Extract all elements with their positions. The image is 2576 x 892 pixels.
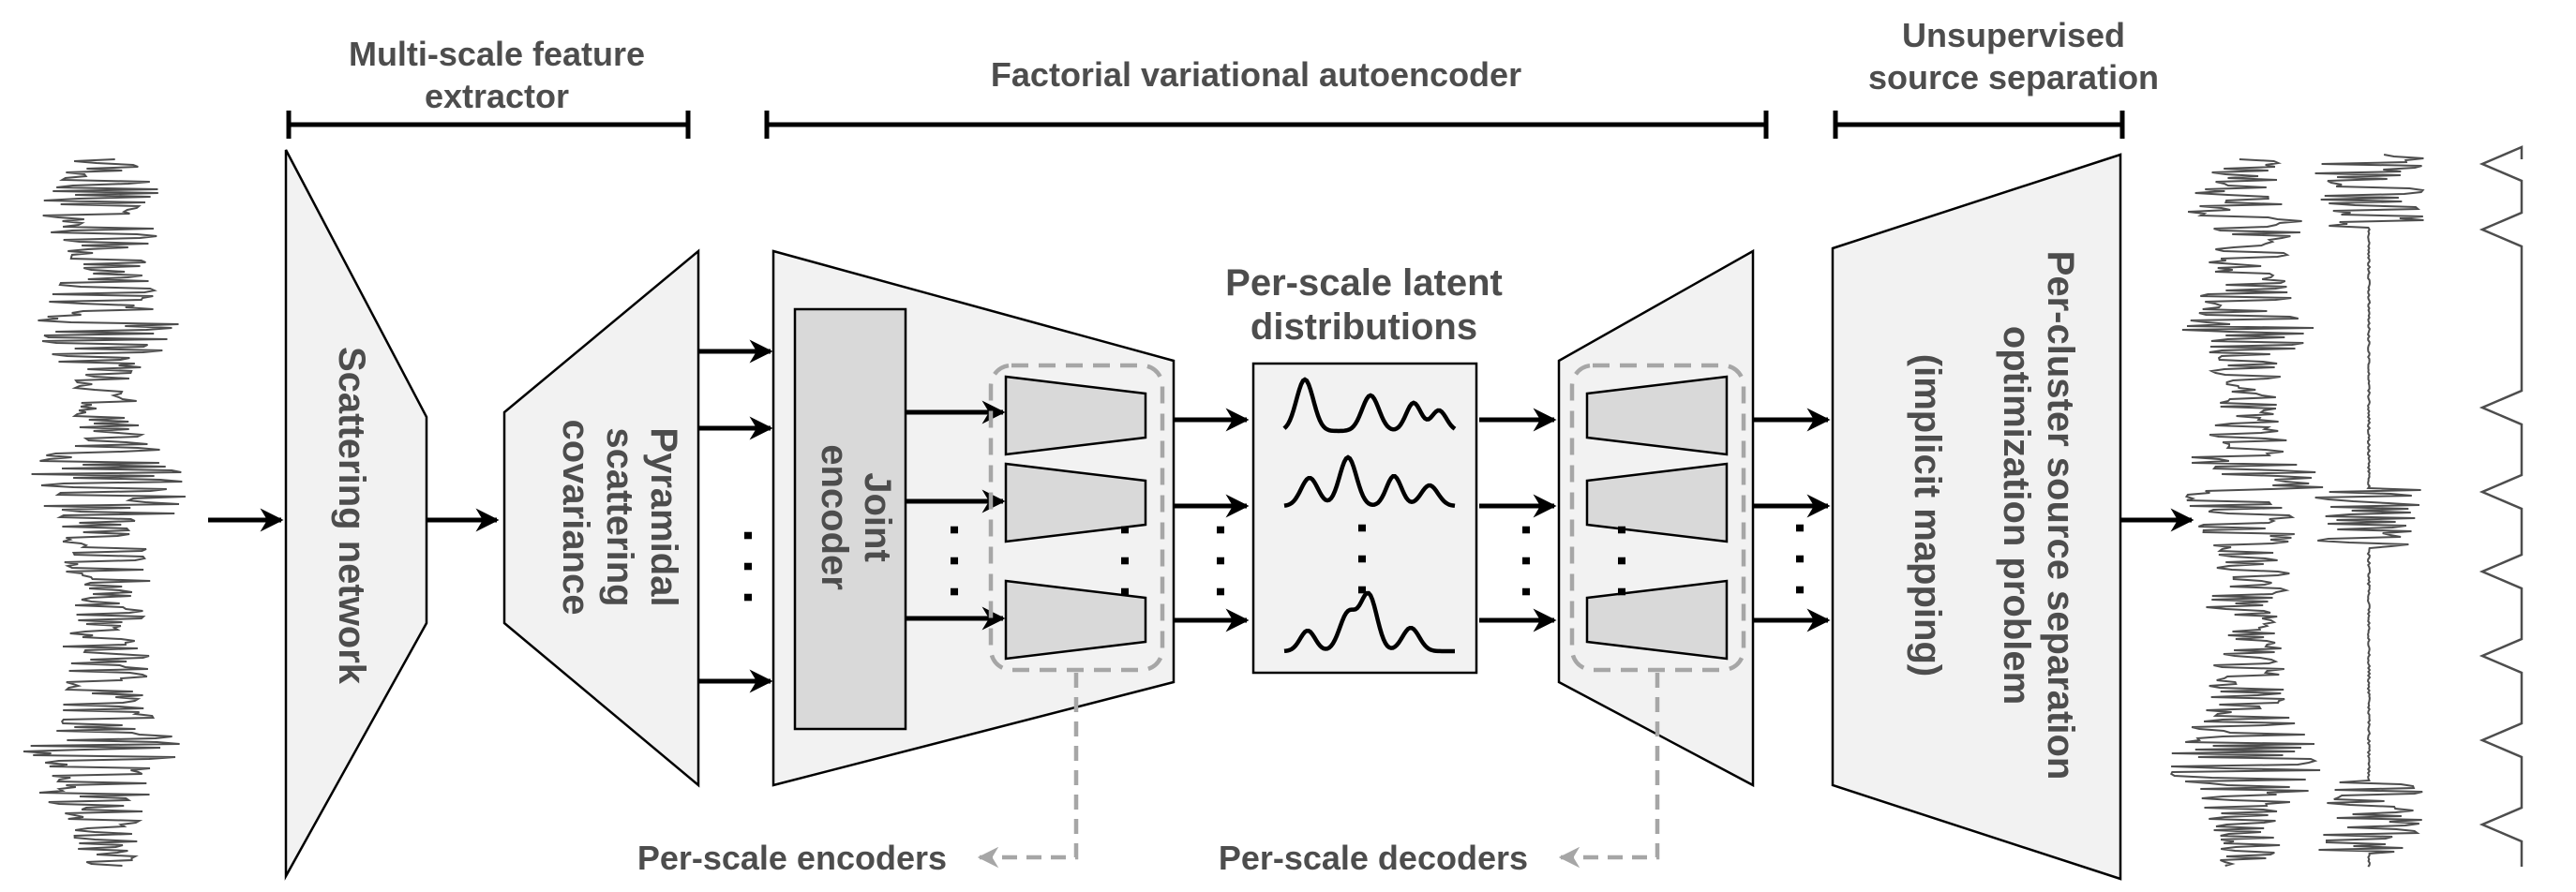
encoder-n [1004, 579, 1147, 661]
latent-label-line1: Per-scale latent [1225, 262, 1503, 304]
latent-distribution-n [1283, 590, 1455, 654]
pyramidal-label-line1: Pyramidal [643, 427, 684, 606]
bracket-feature-extractor [286, 111, 691, 139]
output-waveform-source-2 [2314, 154, 2425, 868]
header-fvae: Factorial variational autoencoder [764, 55, 1769, 139]
decoder-1 [1585, 375, 1729, 456]
ellipsis-8: · · · [1772, 521, 1828, 600]
latent-distributions-block [1251, 362, 1478, 675]
encoders-callout-label: Per-scale encoders [637, 839, 947, 877]
header-fvae-text: Factorial variational autoencoder [991, 55, 1521, 94]
joint-encoder-block [793, 307, 907, 731]
ellipsis-4: · · · [1192, 523, 1249, 602]
header-feature-extractor: Multi-scale feature extractor [286, 35, 691, 139]
bracket-fvae [764, 111, 1769, 139]
optimization-label: Per-cluster source separation optimizati… [1907, 251, 2081, 780]
latent-distribution-2 [1283, 454, 1456, 509]
encoders-callout-line [977, 673, 1079, 869]
decoder-2 [1585, 462, 1729, 543]
header-separation: Unsupervised source separation [1833, 16, 2159, 139]
per-scale-encoders-group [988, 363, 1165, 673]
encoder-1 [1004, 375, 1147, 456]
scattering-network-label: Scattering network [331, 347, 372, 685]
optimization-block [1831, 153, 2122, 881]
joint-encoder-label: Joint encoder [814, 444, 898, 590]
latent-label-line2: distributions [1251, 306, 1477, 348]
decoders-callout-label: Per-scale decoders [1219, 839, 1528, 877]
ellipsis-5: · · · [1334, 521, 1390, 600]
joint-encoder-label-line2: encoder [814, 444, 855, 590]
ellipsis-2: · · · [926, 523, 982, 602]
optimization-label-line1: Per-cluster source separation [2040, 251, 2081, 780]
encoder-2 [1004, 462, 1147, 543]
header-feature-extractor-line1: Multi-scale feature [349, 35, 645, 73]
output-waveform-source-1 [2169, 158, 2324, 867]
latent-distribution-1 [1282, 377, 1457, 434]
optimization-label-line3: (implicit mapping) [1907, 354, 1948, 676]
ellipsis-7: · · · [1594, 523, 1650, 602]
per-scale-decoders-group [1569, 363, 1746, 673]
pyramidal-label-line2: scattering [599, 427, 640, 606]
decoders-callout-line [1558, 673, 1660, 869]
pyramidal-label-line3: covariance [555, 419, 596, 615]
ellipsis-3: · · · [1097, 523, 1153, 602]
pyramidal-block [502, 248, 700, 788]
ellipsis-1: · · · [720, 528, 776, 607]
header-separation-line1: Unsupervised [1902, 16, 2125, 54]
output-waveform-source-3 [2479, 145, 2524, 867]
pyramidal-label: Pyramidal scattering covariance [555, 419, 684, 615]
optimization-label-line2: optimization problem [1996, 326, 2037, 705]
bracket-separation [1833, 111, 2125, 139]
header-feature-extractor-line2: extractor [425, 77, 569, 115]
decoder-n [1585, 579, 1729, 661]
joint-encoder-label-line1: Joint [857, 472, 898, 562]
header-separation-line2: source separation [1868, 58, 2159, 97]
scattering-network-block [284, 149, 428, 881]
input-waveform [22, 158, 186, 867]
ellipsis-6: · · · [1498, 523, 1554, 602]
